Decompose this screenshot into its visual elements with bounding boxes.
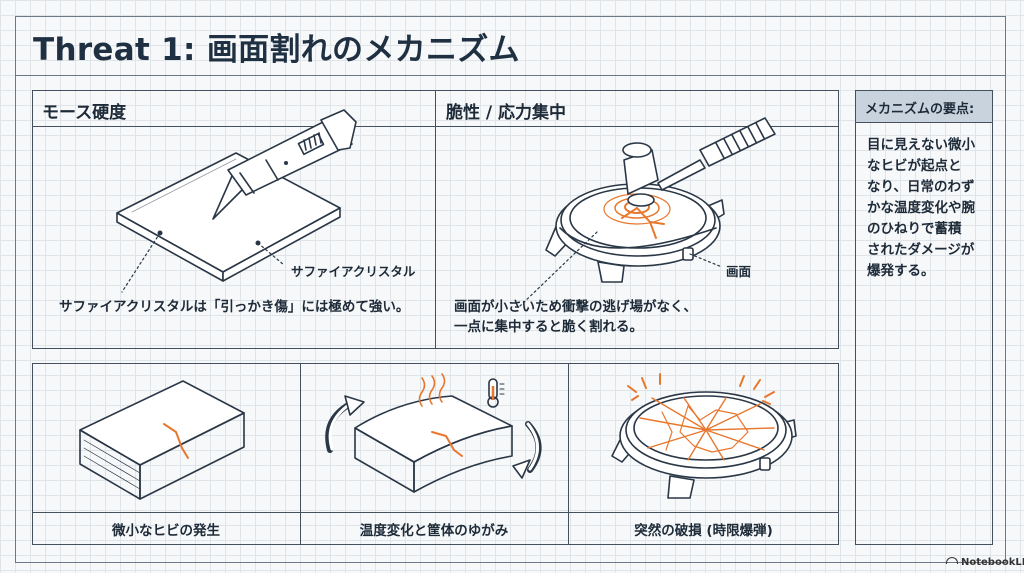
- thermometer-icon: [487, 378, 505, 408]
- crystal-plate: [116, 152, 341, 293]
- watch-callout-label: 画面: [726, 264, 752, 279]
- panel-mohs-title: モース硬度: [42, 103, 127, 123]
- title-divider: [15, 75, 1006, 76]
- shatter-burst-icon: [627, 373, 775, 405]
- panel-mohs-title-rule: [32, 126, 436, 127]
- sidebar-header: メカニズムの要点:: [856, 91, 992, 123]
- sidebar-heading: メカニズムの要点:: [865, 102, 975, 117]
- hammer-icon: [622, 117, 776, 207]
- panel-brittleness: [435, 90, 839, 349]
- watch-case: [545, 183, 725, 283]
- crystal-callout-label: サファイアクリスタル: [291, 264, 416, 279]
- bottom-caption-micro-cracks: 微小なヒビの発生: [112, 523, 220, 539]
- panel-crack-progression: [32, 363, 839, 545]
- panel-brittleness-caption-line2: 一点に集中すると脆く割れる。: [454, 319, 643, 335]
- bottom-caption-sudden-break: 突然の破損 (時限爆弾): [634, 523, 773, 539]
- mechanism-summary-sidebar: メカニズムの要点: 目に見えない微小 なヒビが起点と なり、日常のわず かな温度…: [855, 90, 993, 545]
- heat-waves-icon: [418, 373, 446, 407]
- bottom-divider-1: [300, 363, 301, 545]
- bottom-divider-2: [568, 363, 569, 545]
- bottom-caption-thermal-distortion: 温度変化と筐体のゆがみ: [359, 523, 509, 539]
- panel-brittleness-title: 脆性 / 応力集中: [446, 103, 567, 123]
- impact-ripples: [603, 193, 671, 239]
- utility-knife-icon: [212, 109, 357, 220]
- shatter-lines: [639, 397, 775, 461]
- rotate-arrow-icon: [325, 395, 542, 479]
- thermal-distortion-block: [354, 395, 513, 493]
- panel-brittleness-caption-line1: 画面が小さいため衝撃の逃げ場がなく、: [454, 299, 697, 315]
- outer-frame: [15, 16, 1006, 563]
- notebooklm-logo-icon: [946, 557, 958, 564]
- watermark-text: NotebookLM: [961, 557, 1024, 568]
- sidebar-body-text: 目に見えない微小 なヒビが起点と なり、日常のわず かな温度変化や腕 のひねりで…: [867, 137, 975, 279]
- bottom-caption-rule: [32, 512, 839, 513]
- shattered-watch: [611, 391, 797, 499]
- panel-mohs-caption: サファイアクリスタルは「引っかき傷」には極めて強い。: [59, 299, 410, 315]
- micro-crack-block: [79, 380, 245, 500]
- page-title: Threat 1: 画面割れのメカニズム: [33, 32, 520, 68]
- panel-brittleness-title-rule: [435, 126, 839, 127]
- notebooklm-watermark: NotebookLM: [946, 557, 1024, 568]
